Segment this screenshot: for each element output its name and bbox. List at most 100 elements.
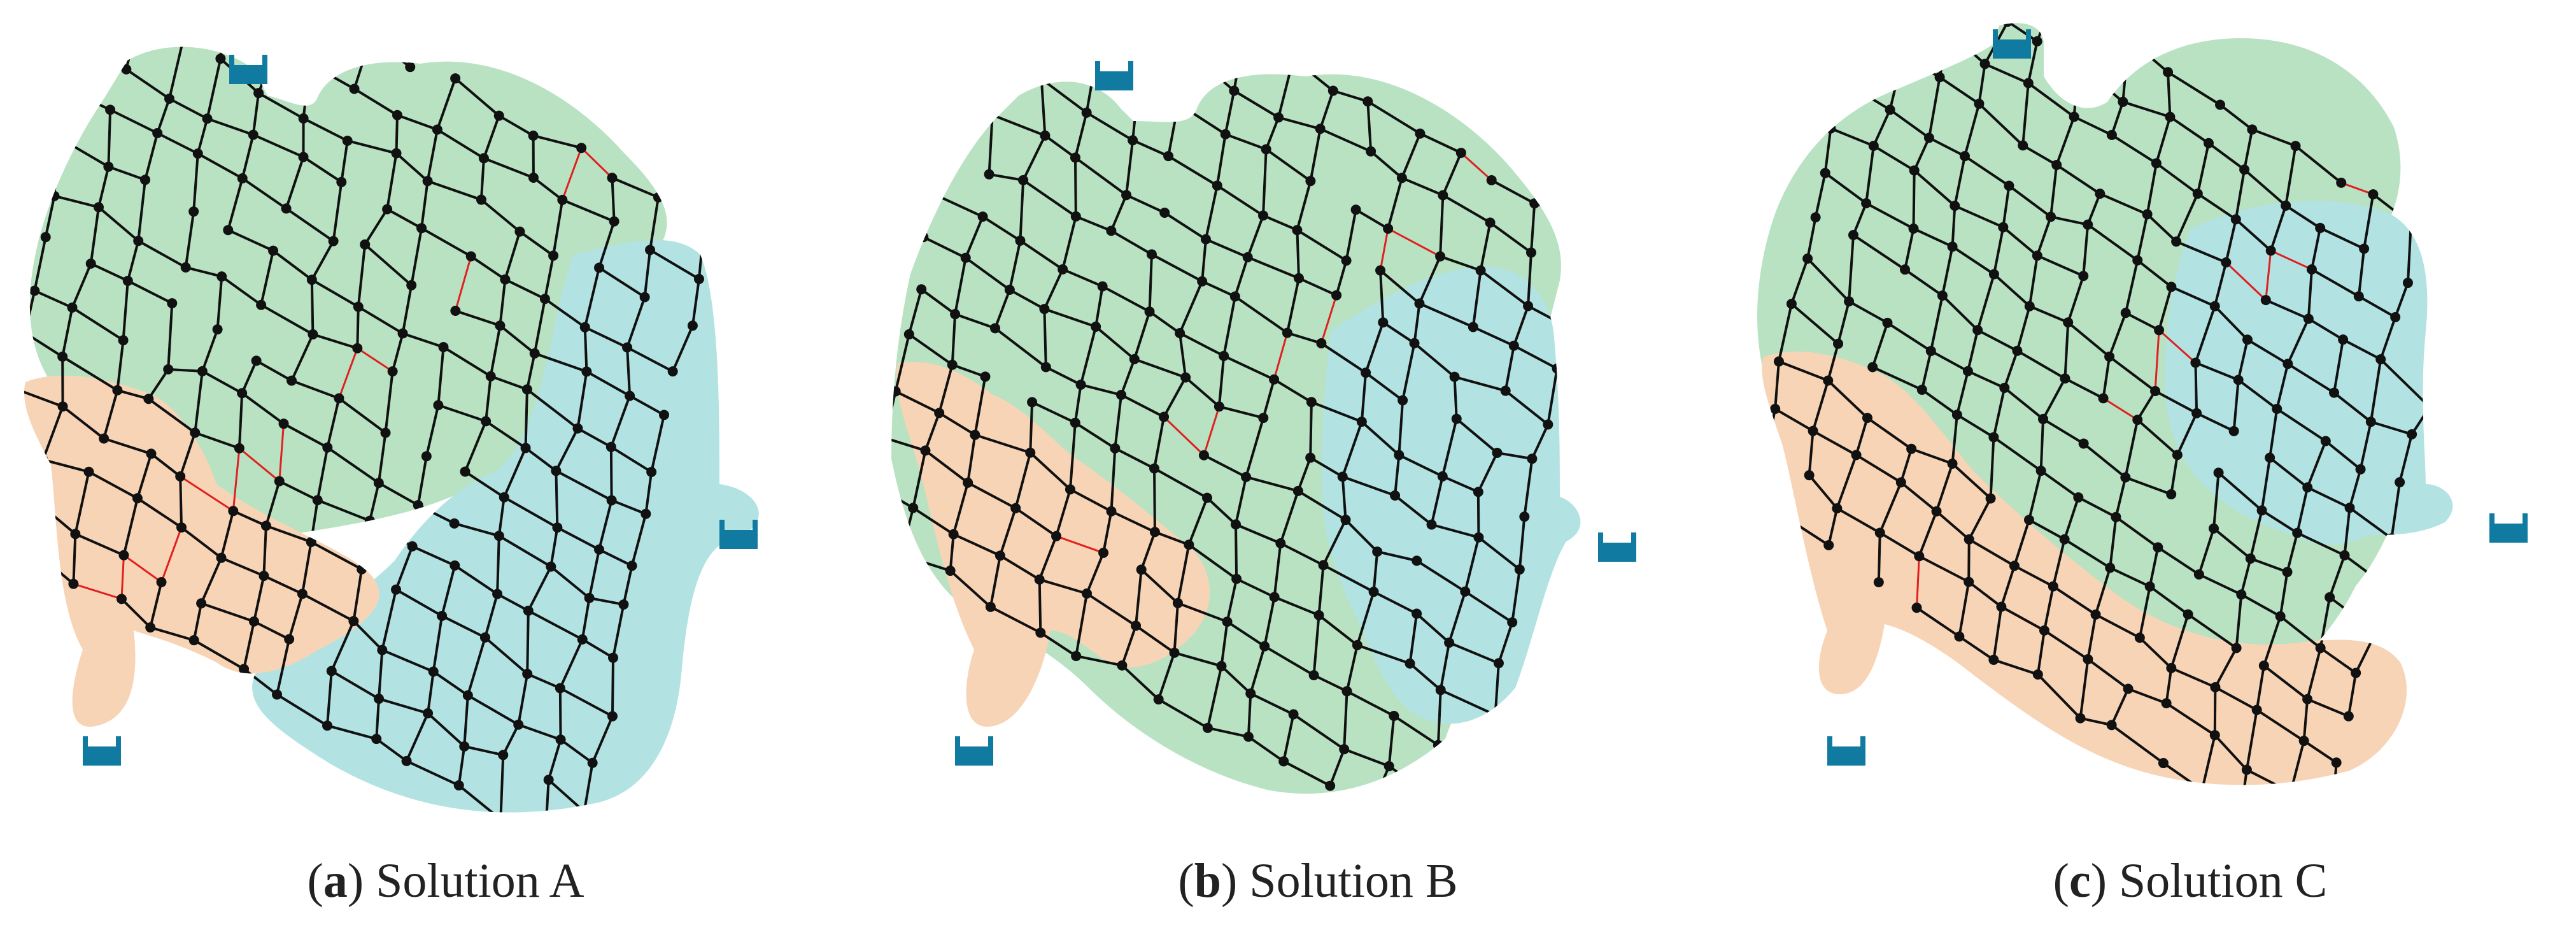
pipe bbox=[2115, 516, 2159, 549]
junction-node bbox=[1868, 140, 1879, 151]
pipe bbox=[192, 153, 199, 212]
junction-node bbox=[2183, 609, 2193, 620]
junction-node bbox=[1352, 639, 1362, 650]
pipe bbox=[2390, 482, 2402, 539]
pipe bbox=[1283, 760, 1331, 787]
pipe bbox=[499, 324, 535, 355]
junction-node bbox=[212, 324, 223, 335]
pipe bbox=[1145, 0, 1163, 30]
pipe bbox=[1148, 254, 1153, 312]
pipe bbox=[556, 526, 600, 551]
junction-node bbox=[85, 258, 96, 269]
pipe bbox=[2363, 194, 2375, 249]
pipe bbox=[2079, 659, 2090, 718]
junction-node bbox=[278, 418, 289, 429]
pipe bbox=[589, 596, 624, 606]
pipe bbox=[1478, 536, 1521, 571]
pipe bbox=[61, 307, 74, 357]
pipe bbox=[1168, 155, 1218, 187]
pipe bbox=[2052, 585, 2097, 616]
boundary-pipe bbox=[123, 554, 162, 583]
pipe bbox=[2055, 0, 2091, 21]
pipe bbox=[1836, 507, 1881, 534]
pipe bbox=[252, 133, 304, 159]
pipe bbox=[2246, 338, 2289, 366]
pipe bbox=[1298, 276, 1337, 297]
pipe bbox=[2000, 605, 2045, 632]
pipe bbox=[2243, 129, 2254, 170]
pipe bbox=[964, 216, 984, 259]
pipe bbox=[411, 545, 456, 567]
pipe bbox=[225, 18, 277, 45]
pipe bbox=[180, 526, 222, 559]
pipe bbox=[1790, 258, 1809, 304]
junction-node bbox=[459, 741, 470, 752]
pipe bbox=[377, 432, 387, 483]
pipe bbox=[1233, 74, 1244, 91]
junction-node bbox=[2245, 553, 2256, 564]
pipe bbox=[999, 554, 1040, 581]
pipe bbox=[2170, 454, 2179, 495]
pipe bbox=[326, 671, 333, 726]
reservoir-tank-icon bbox=[2489, 513, 2528, 543]
junction-node bbox=[1962, 366, 1973, 376]
junction-node bbox=[192, 148, 203, 159]
junction-node bbox=[1396, 173, 1407, 183]
pipe bbox=[2374, 582, 2382, 632]
pipe bbox=[1401, 132, 1422, 179]
junction-node bbox=[281, 203, 292, 214]
junction-node bbox=[1229, 291, 1240, 302]
pipe bbox=[1043, 269, 1064, 310]
pipe bbox=[1216, 184, 1264, 217]
junction-node bbox=[2106, 720, 2117, 731]
pipe bbox=[484, 636, 528, 675]
junction-node bbox=[980, 371, 991, 382]
junction-node bbox=[1947, 241, 1958, 252]
pipe bbox=[2250, 557, 2288, 573]
junction-node bbox=[377, 645, 388, 655]
pipe bbox=[517, 673, 529, 725]
pipe bbox=[1364, 322, 1385, 373]
junction-node bbox=[625, 390, 635, 401]
pipe bbox=[1806, 217, 1817, 259]
junction-node bbox=[493, 531, 504, 541]
pipe bbox=[62, 355, 118, 392]
pipe bbox=[1110, 11, 1145, 29]
junction-node bbox=[2368, 189, 2379, 200]
pipe bbox=[1848, 234, 1855, 302]
pipe bbox=[1031, 401, 1076, 424]
pipe bbox=[1005, 74, 1042, 80]
pipe bbox=[1222, 296, 1236, 357]
pipe bbox=[1436, 690, 1442, 745]
pipe bbox=[2136, 213, 2149, 261]
junction-node bbox=[1337, 471, 1348, 482]
pipe bbox=[1153, 417, 1166, 469]
pipe bbox=[168, 46, 184, 99]
pipe bbox=[108, 165, 146, 182]
pipe bbox=[1836, 454, 1858, 509]
junction-node bbox=[1389, 710, 1399, 721]
pipe bbox=[989, 173, 1024, 182]
junction-node bbox=[1140, 25, 1150, 35]
pipe bbox=[2239, 769, 2248, 785]
pipe bbox=[1055, 489, 1072, 537]
boundary-pipe bbox=[2340, 182, 2374, 196]
junction-node bbox=[406, 280, 417, 290]
pipe bbox=[169, 97, 208, 120]
junction-node bbox=[1426, 519, 1437, 530]
boundary-pipe bbox=[278, 424, 285, 482]
pipe bbox=[1126, 194, 1166, 214]
junction-node bbox=[476, 194, 486, 205]
pipe bbox=[1292, 713, 1345, 750]
junction-node bbox=[253, 88, 264, 99]
caption-letter: c bbox=[2069, 854, 2091, 908]
pipe bbox=[2043, 586, 2055, 631]
junction-node bbox=[2315, 643, 2326, 653]
junction-node bbox=[579, 322, 590, 332]
junction-node bbox=[587, 757, 598, 768]
pipe bbox=[311, 240, 335, 281]
pipe bbox=[1121, 664, 1160, 701]
junction-node bbox=[432, 124, 442, 135]
pipe bbox=[1173, 651, 1222, 667]
pipe bbox=[1345, 518, 1378, 553]
